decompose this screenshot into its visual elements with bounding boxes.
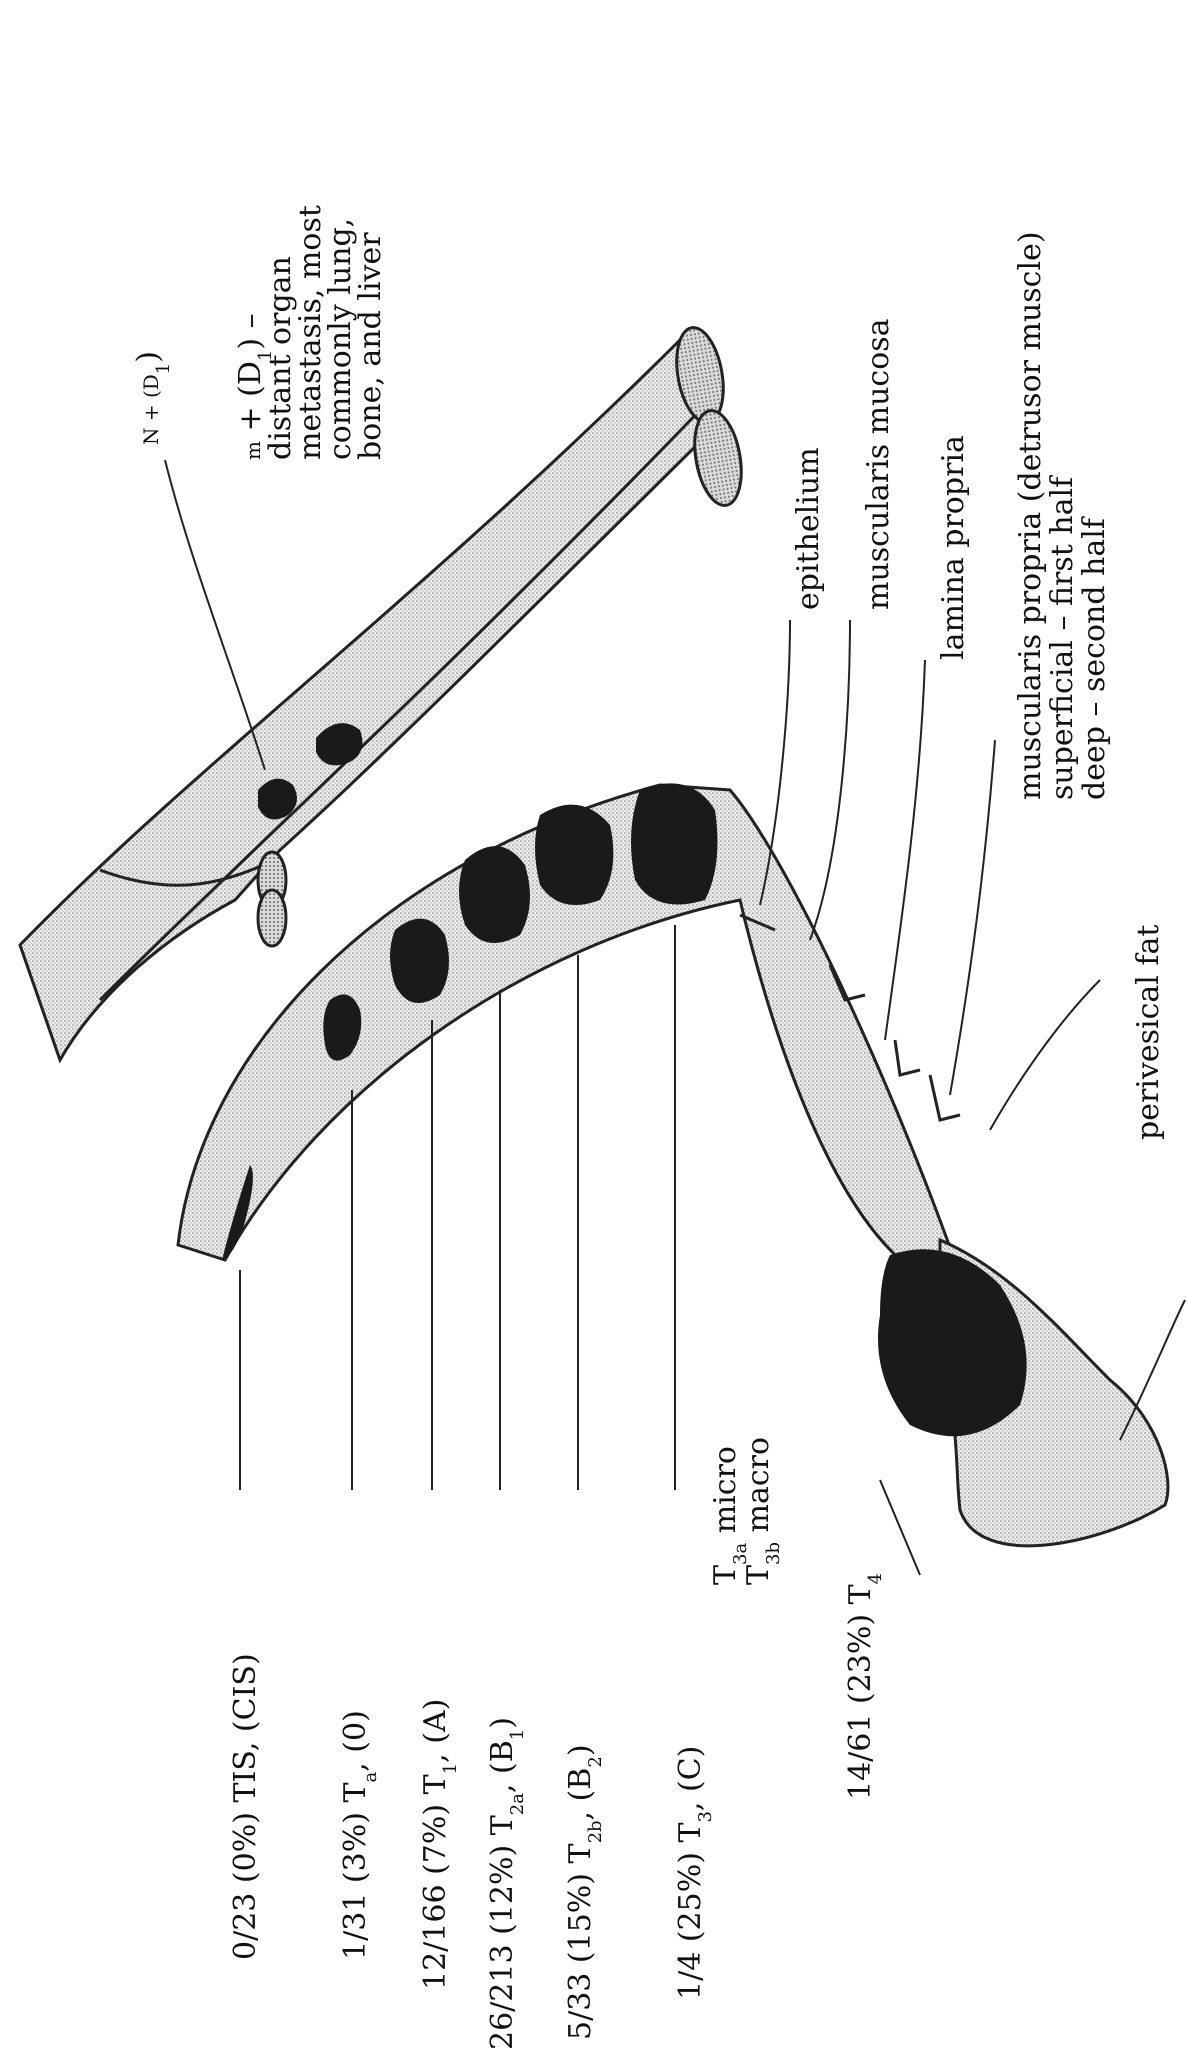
stage-label-t3: 1/4 (25%) T3, (C): [673, 1746, 716, 2000]
stage-label-t2b: 5/33 (15%) T2b, (B2): [563, 1744, 606, 2040]
label-epithelium: epithelium: [791, 447, 826, 610]
metastasis-labels: N + (D1) m + (D1) – distant organ metast…: [131, 205, 388, 460]
label-lamina-propria: lamina propria: [936, 435, 971, 660]
label-deep: deep – second half: [1077, 516, 1112, 800]
label-muscularis-propria: muscularis propria (detrusor muscle): [1013, 231, 1048, 800]
tumor-t1: [390, 919, 449, 1003]
label-muscularis-mucosa: muscularis mucosa: [861, 318, 896, 610]
stage-label-t2a: 26/213 (12%) T2a, (B1): [485, 1717, 528, 2050]
label-perivesical-fat: perivesical fat: [1131, 925, 1166, 1140]
tumor-t2b: [535, 805, 613, 905]
label-superficial: superficial – first half: [1045, 475, 1080, 800]
stage-label-ta: 1/31 (3%) Ta, (0): [338, 1710, 381, 1960]
tumor-t2a: [459, 846, 530, 943]
stage-label-t4: 14/61 (23%) T4: [843, 1573, 886, 1800]
stage-labels: 0/23 (0%) TIS, (CIS) 1/31 (3%) Ta, (0) 1…: [228, 1437, 886, 2050]
tumor-t3: [631, 783, 717, 904]
stage-label-t1: 12/166 (7%) T1, (A): [418, 1699, 461, 1990]
label-node: N + (D1): [131, 351, 174, 445]
label-m-line5: bone, and liver: [353, 232, 388, 460]
stage-label-tis: 0/23 (0%) TIS, (CIS): [228, 1653, 263, 1960]
